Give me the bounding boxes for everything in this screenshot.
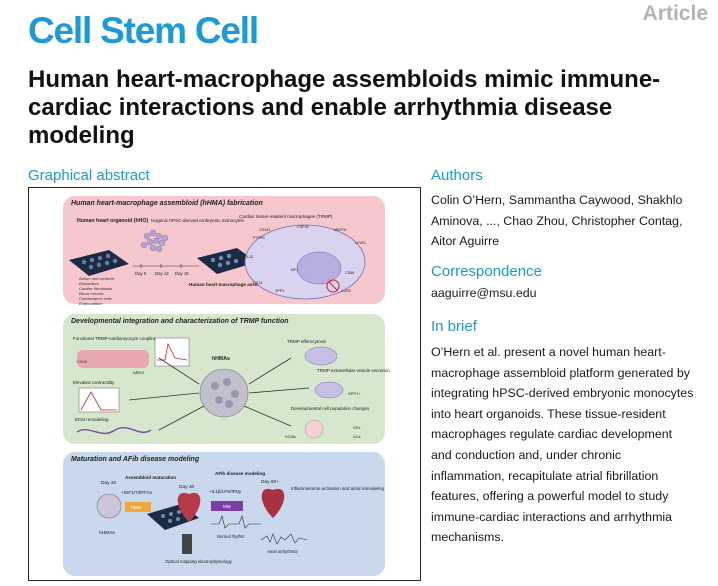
graphical-abstract-heading: Graphical abstract <box>28 167 150 184</box>
mm-arrow <box>211 501 243 511</box>
day20-label: Day 20 <box>101 480 117 486</box>
inflammasome-label: Inflammasome activation and atrial remod… <box>291 486 385 491</box>
cardiomyocyte-strip <box>77 350 149 368</box>
marker-label: PTPRC <box>253 236 266 240</box>
atrial-arrhythmia-trace <box>260 533 308 545</box>
graphical-abstract-illustration: Human heart organoid (hHO) Atrium and ve… <box>69 214 390 564</box>
contractility-chart <box>78 387 120 413</box>
day30-label: Day 30 <box>179 484 195 490</box>
graphical-abstract: Human heart-macrophage assembloid (hHMA)… <box>28 187 421 581</box>
normal-rhythm-trace <box>211 514 261 529</box>
hho-label: Human heart organoid (hHO) <box>77 218 148 224</box>
maturation-factors: +IGF1/T3/FFAs <box>121 490 153 495</box>
vesicle-icon <box>314 381 344 399</box>
optical-label: Optical mapping electrophysiology <box>165 559 233 564</box>
monocyte-cluster <box>140 229 169 253</box>
marker-label: MF1 <box>291 268 298 272</box>
efferocytosis-label: TRMP efferocytosis <box>287 339 327 344</box>
marker-label: CD163 <box>259 228 270 232</box>
population-icon <box>304 419 324 439</box>
coupling-label: Functional TRMP-cardiomyocyte coupling <box>73 336 157 341</box>
organoid-plate-icon <box>69 250 129 276</box>
in-brief-heading: In brief <box>431 318 477 335</box>
hhmas-label: hHMAs <box>99 530 115 536</box>
vcm-label: VCMs <box>285 434 296 439</box>
areg-label: AREG <box>133 370 144 375</box>
article-type-label: Article <box>642 2 708 25</box>
correspondence-heading: Correspondence <box>431 263 542 280</box>
cell-type-item: Conductance cells <box>79 296 112 301</box>
in-brief-text: O’Hern et al. present a novel human hear… <box>431 345 694 545</box>
day-label: Day 6 <box>135 271 147 276</box>
vcs-label: VCs <box>353 434 361 439</box>
afib-label: AFib disease modeling <box>215 471 265 476</box>
marker-label: CD14 <box>253 281 262 285</box>
marker-label: CCR2 <box>341 289 351 293</box>
marker-label: MERTK <box>334 228 347 232</box>
hhma-day20-sphere <box>96 493 122 519</box>
hhma-plate-icon <box>197 248 257 274</box>
correspondence-email[interactable]: aaguirre@msu.edu <box>431 286 537 300</box>
fmm-arrow <box>125 502 151 512</box>
trmp-label: Cardiac tissue-resident macrophages (TRM… <box>239 214 333 219</box>
cell-type-item: Blood vessels <box>79 291 104 296</box>
panel-afib-title: Maturation and AFib disease modeling <box>71 456 200 463</box>
day-label: Day 12 <box>155 271 169 276</box>
authors-list: Colin O’Hern, Sammantha Caywood, Shakhlo… <box>431 193 683 248</box>
hhma-label: Human heart-macrophage assembloid (hHMA) <box>189 282 291 287</box>
marker-label: LYVE1 <box>355 241 366 245</box>
spp1-label: SPP1+ <box>348 391 361 396</box>
hhma-sphere <box>199 368 249 418</box>
panel-fabrication-title: Human heart-macrophage assembloid (hHMA)… <box>71 200 263 207</box>
cfs-label: CFs <box>353 425 360 430</box>
optical-probe <box>182 534 192 554</box>
atrial-arrhythmia-label: Atrial arrhythmia <box>266 549 298 554</box>
marker-label: SPP1 <box>275 289 284 293</box>
fmm-label: FMM <box>131 505 142 510</box>
cell-type-item: Endocardium <box>79 301 103 306</box>
heart-day30-icon <box>177 492 201 522</box>
day60-label: Day 60+ <box>261 479 279 485</box>
day-label: Day 16 <box>175 271 189 276</box>
journal-logo: Cell Stem Cell <box>28 10 259 51</box>
cell-type-list: Atrium and ventricle Epicardium Cardiac … <box>78 276 115 306</box>
authors-heading: Authors <box>431 167 483 184</box>
cell-type-item: Atrium and ventricle <box>78 276 115 281</box>
marker-label: CD68 <box>345 271 354 275</box>
mm-label: MM <box>223 504 231 509</box>
normal-rhythm-label: Normal rhythm <box>217 534 245 539</box>
marker-label: CSF1R <box>297 225 309 229</box>
no-ccr2-icon <box>326 279 340 293</box>
population-label: Developmental cell population changes <box>291 406 370 411</box>
panel-integration-title: Developmental integration and characteri… <box>71 318 289 325</box>
article-title: Human heart-macrophage assembloids mimic… <box>28 66 661 149</box>
ecm-fibers <box>76 427 152 435</box>
heart-day60-icon <box>261 488 285 518</box>
cx43-label: CX43 <box>77 359 88 364</box>
vesicle-label: TRMP extracellular vesicle secretion <box>317 368 390 373</box>
ecm-label: ECM remodeling <box>75 417 109 422</box>
cell-type-item: Epicardium <box>79 281 100 286</box>
monocytes-label: Isogenic hPSC-derived embryonic monocyte… <box>151 218 245 223</box>
efferocytosis-icon <box>304 346 338 366</box>
trmp-nucleus <box>296 251 342 285</box>
maturation-label: Assembloid maturation <box>125 475 176 480</box>
hhmas-center-label: hHMAs <box>212 356 230 362</box>
afib-factors: +IL1β/LPS/IFNγ <box>209 489 242 494</box>
contractility-label: Elevated contractility <box>73 380 115 385</box>
marker-label: IL10 <box>246 255 253 259</box>
cell-type-item: Cardiac fibroblasts <box>79 286 112 291</box>
